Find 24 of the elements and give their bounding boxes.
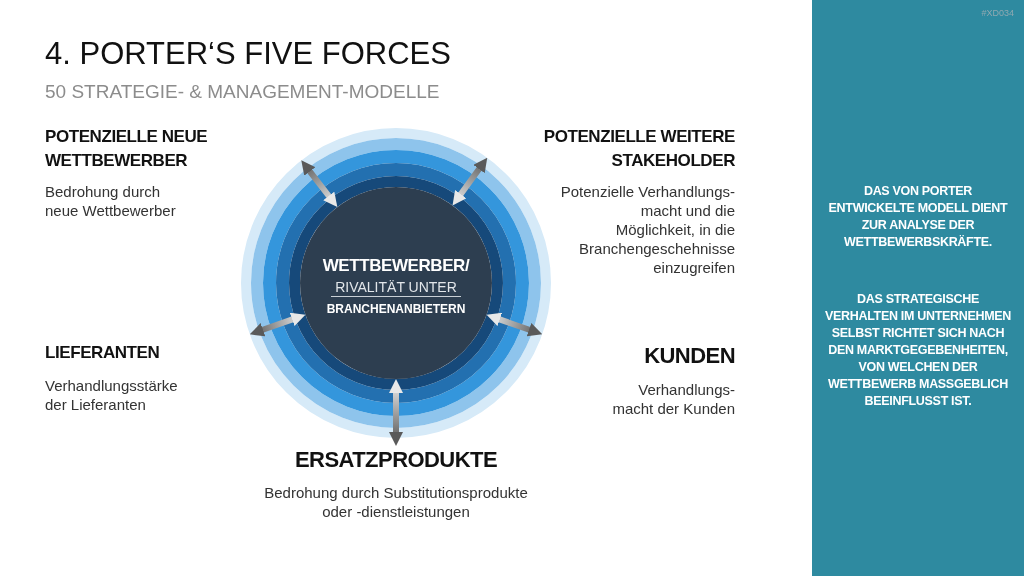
force-heading: POTENZIELLE WEITERE STAKEHOLDER <box>542 126 735 172</box>
panel-text: DAS VON PORTER ENTWICKELTE MODELL DIENT ZUR ANALYSE DER WETTBEWERBSKRÄFTE. <box>827 183 1009 251</box>
slide-code: #XD034 <box>981 8 1014 19</box>
force-description: Bedrohung durch neue Wettbewerber <box>45 182 177 220</box>
subtitle: 50 STRATEGIE- & MANAGEMENT-MODELLE <box>45 80 440 103</box>
force-description: Bedrohung durch Substitutionsprodukte oder -dienstleistungen <box>263 483 529 521</box>
force-description: Potenzielle Verhandlungs- macht und die Möglichkeit, in die Branchengeschehnisse einzugreifen <box>559 182 735 277</box>
force-description: Verhandlungsstärke der Lieferanten <box>45 376 179 414</box>
page-title: 4. PORTER‘S FIVE FORCES <box>45 35 451 72</box>
force-description: Verhandlungs- macht der Kunden <box>611 380 735 418</box>
circle-text: BRANCHENANBIETERN <box>326 302 466 317</box>
double-headed-arrow <box>298 158 340 209</box>
double-headed-arrow <box>248 311 307 338</box>
circle-subtitle: RIVALITÄT UNTER <box>331 279 461 297</box>
circle-title: WETTBEWERBER/ <box>322 255 470 277</box>
double-headed-arrow <box>450 155 490 208</box>
side-panel <box>812 0 1024 576</box>
panel-text: DAS STRATEGISCHE VERHALTEN IM UNTERNEHMEN SELBST RICHTET SICH NACH DEN MARKTGEGEBENHEITEN, VON WELCHEN DER WETTBEWERB MASSGEBLICH BEEINFLUSST IST. <box>824 291 1012 410</box>
force-heading: LIEFERANTEN <box>45 342 161 364</box>
force-heading: POTENZIELLE NEUE WETTBEWERBER <box>45 126 209 172</box>
force-heading: KUNDEN <box>643 342 735 370</box>
force-heading: ERSATZPRODUKTE <box>293 446 499 474</box>
double-headed-arrow <box>485 311 544 338</box>
double-headed-arrow <box>389 379 403 446</box>
